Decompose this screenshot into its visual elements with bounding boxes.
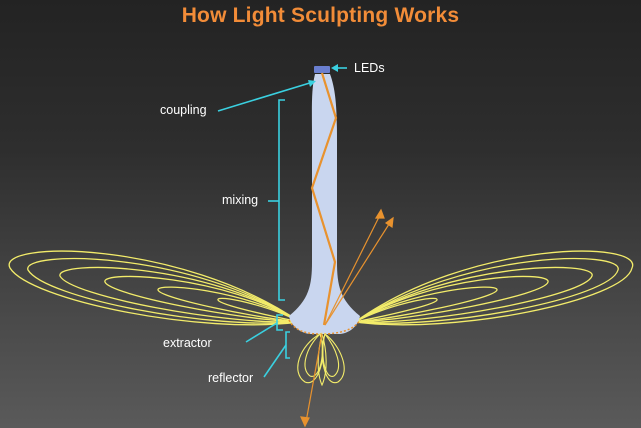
- right-upper-lobes: [352, 250, 634, 326]
- left-lobe-5: [157, 286, 301, 323]
- ray-up-2-arrowhead: [384, 216, 394, 229]
- extractor-callout-line: [245, 322, 278, 343]
- right-lobe-6: [354, 297, 438, 323]
- light-guide-rod: [289, 74, 360, 316]
- callouts: [217, 64, 347, 378]
- label-extractor: extractor: [163, 336, 212, 350]
- right-lobe-2: [353, 257, 619, 324]
- ray-up-1: [324, 212, 382, 326]
- led-chip: [314, 66, 330, 73]
- label-leds: LEDs: [354, 61, 385, 75]
- reflector-callout-line: [263, 344, 287, 378]
- label-reflector: reflector: [208, 371, 254, 385]
- coupling-callout-line: [217, 81, 314, 112]
- right-lobe-5: [354, 286, 498, 323]
- right-lobe-4: [352, 275, 549, 323]
- left-lobe-6: [217, 297, 301, 323]
- left-lobe-2: [27, 257, 302, 324]
- ray-up-2: [324, 220, 392, 326]
- mixing-bracket: [278, 99, 285, 301]
- extractor-edge: [288, 319, 361, 335]
- leds-callout-arrowhead: [331, 64, 338, 72]
- label-mixing: mixing: [222, 193, 259, 207]
- left-lobe-1: [8, 250, 302, 326]
- lower-lobe-4: [322, 332, 339, 377]
- right-lobe-3: [352, 266, 593, 323]
- ray-down: [305, 333, 323, 423]
- left-upper-lobes: [8, 250, 303, 326]
- ray-up-1-arrowhead: [374, 208, 385, 219]
- slide-title: How Light Sculpting Works: [181, 4, 460, 27]
- reflector-bracket: [285, 331, 290, 359]
- escaping-rays: [300, 208, 394, 428]
- upper-light-pattern: [8, 250, 634, 326]
- label-coupling: coupling: [160, 103, 207, 117]
- left-lobe-4: [104, 275, 303, 323]
- ray-down-arrowhead: [300, 416, 310, 428]
- coupling-callout-arrowhead: [308, 80, 316, 87]
- left-lobe-3: [59, 266, 303, 323]
- internal-light-ray: [310, 72, 338, 326]
- right-lobe-1: [353, 250, 634, 326]
- extractor-bracket: [276, 314, 283, 331]
